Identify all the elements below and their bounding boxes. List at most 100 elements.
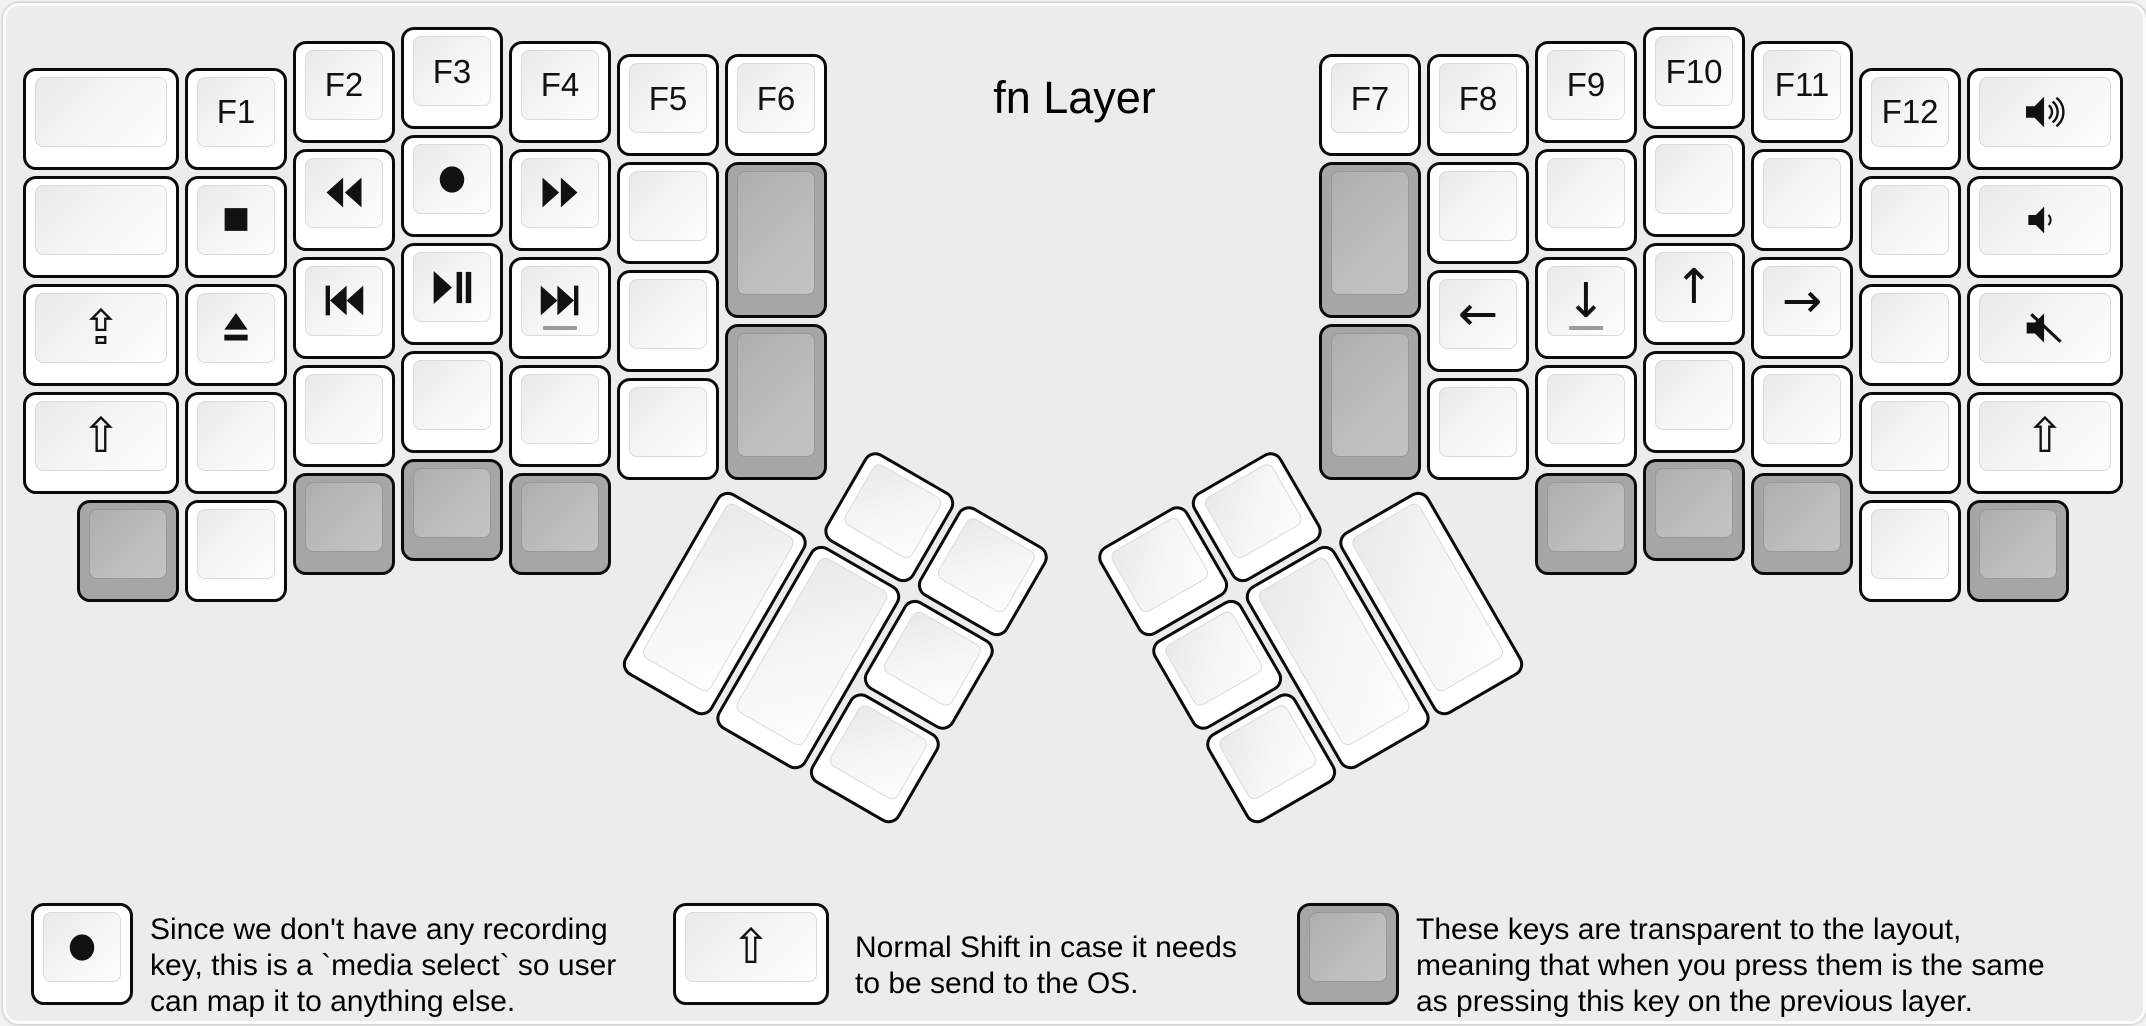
key-transparent[interactable] <box>1319 324 1421 480</box>
underscore-legend <box>1569 325 1603 330</box>
key-blank[interactable] <box>1427 378 1529 480</box>
keycap-face <box>305 157 383 228</box>
key-volume-up[interactable] <box>1967 67 2123 170</box>
volup-icon <box>2022 93 2068 131</box>
key-blank[interactable] <box>23 175 179 278</box>
key-blank[interactable] <box>185 391 287 494</box>
key-rewind[interactable] <box>293 148 395 251</box>
key-shift[interactable]: ⇧ <box>23 391 179 494</box>
record-icon <box>61 929 103 966</box>
keycap-face <box>1979 508 2057 579</box>
key-blank[interactable] <box>617 270 719 372</box>
keycap-face: F1 <box>197 76 275 147</box>
keycap-face <box>43 912 121 982</box>
key-blank[interactable] <box>1535 148 1637 251</box>
key-blank[interactable] <box>1859 499 1961 602</box>
legend-key-transparent <box>1297 903 1399 1005</box>
key-blank[interactable] <box>1751 148 1853 251</box>
key-transparent[interactable] <box>293 472 395 575</box>
layer-title: fn Layer <box>993 72 1156 123</box>
key-arrow-up[interactable]: ↑ <box>1643 243 1745 345</box>
key-label: F3 <box>432 52 472 90</box>
key-f5[interactable]: F5 <box>617 54 719 156</box>
keycap-face <box>1763 157 1841 228</box>
key-arrow-down[interactable]: ↓ <box>1535 256 1637 359</box>
key-f4[interactable]: F4 <box>509 40 611 143</box>
key-blank[interactable] <box>617 162 719 264</box>
key-caps-lock[interactable]: ⇪ <box>23 283 179 386</box>
key-blank[interactable] <box>1859 283 1961 386</box>
key-label: ↑ <box>1673 259 1715 315</box>
key-transparent[interactable] <box>509 472 611 575</box>
key-blank[interactable] <box>1859 175 1961 278</box>
key-label: → <box>1781 272 1823 329</box>
key-label: F1 <box>216 93 256 130</box>
keycap-face <box>629 387 707 457</box>
key-label: F9 <box>1566 66 1606 103</box>
key-f10[interactable]: F10 <box>1643 27 1745 129</box>
keycap-face <box>35 184 167 255</box>
key-transparent[interactable] <box>725 162 827 318</box>
key-blank[interactable] <box>23 67 179 170</box>
key-label: ← <box>1457 286 1499 342</box>
key-label: ⇪ <box>80 299 122 356</box>
key-next-track[interactable] <box>509 256 611 359</box>
key-f7[interactable]: F7 <box>1319 54 1421 156</box>
key-volume-down[interactable] <box>1967 175 2123 278</box>
key-blank[interactable] <box>401 351 503 453</box>
keycap-face <box>1162 608 1265 709</box>
key-transparent[interactable] <box>401 459 503 561</box>
keycap-face: ⇧ <box>1979 400 2111 471</box>
key-f2[interactable]: F2 <box>293 40 395 143</box>
key-f9[interactable]: F9 <box>1535 40 1637 143</box>
key-f12[interactable]: F12 <box>1859 67 1961 170</box>
key-arrow-right[interactable]: → <box>1751 256 1853 359</box>
keycap-face <box>1763 481 1841 552</box>
keycap-face <box>1331 171 1409 295</box>
keycap-face <box>1439 171 1517 241</box>
keycap-face <box>629 279 707 349</box>
key-blank[interactable] <box>1751 364 1853 467</box>
key-f6[interactable]: F6 <box>725 54 827 156</box>
keycap-face: ← <box>1439 279 1517 349</box>
key-transparent[interactable] <box>1751 472 1853 575</box>
keycap-face <box>1979 292 2111 363</box>
key-record[interactable] <box>401 135 503 237</box>
key-label: F11 <box>1774 66 1830 103</box>
keycap-face: F3 <box>413 36 491 106</box>
key-blank[interactable] <box>293 364 395 467</box>
eject-icon <box>216 311 256 345</box>
key-shift[interactable]: ⇧ <box>1967 391 2123 494</box>
keycap-face: ⇧ <box>685 912 817 982</box>
key-eject[interactable] <box>185 283 287 386</box>
key-transparent[interactable] <box>1643 459 1745 561</box>
key-f8[interactable]: F8 <box>1427 54 1529 156</box>
key-f1[interactable]: F1 <box>185 67 287 170</box>
keycap-face: ⇪ <box>35 292 167 363</box>
key-blank[interactable] <box>1535 364 1637 467</box>
key-arrow-left[interactable]: ← <box>1427 270 1529 372</box>
key-transparent[interactable] <box>1535 472 1637 575</box>
key-transparent[interactable] <box>1967 499 2069 602</box>
key-blank[interactable] <box>1643 351 1745 453</box>
key-label: ⇧ <box>2024 407 2066 464</box>
key-f3[interactable]: F3 <box>401 27 503 129</box>
key-blank[interactable] <box>1643 135 1745 237</box>
keycap-face <box>881 608 984 709</box>
keycap-face <box>1547 373 1625 444</box>
key-label: F8 <box>1458 79 1498 117</box>
key-blank[interactable] <box>1859 391 1961 494</box>
key-blank[interactable] <box>617 378 719 480</box>
key-blank[interactable] <box>185 499 287 602</box>
key-prev-track[interactable] <box>293 256 395 359</box>
key-stop[interactable] <box>185 175 287 278</box>
key-blank[interactable] <box>509 364 611 467</box>
key-transparent[interactable] <box>77 499 179 602</box>
key-transparent[interactable] <box>1319 162 1421 318</box>
key-fast-forward[interactable] <box>509 148 611 251</box>
key-blank[interactable] <box>1427 162 1529 264</box>
key-play-pause[interactable] <box>401 243 503 345</box>
key-transparent[interactable] <box>725 324 827 480</box>
key-mute[interactable] <box>1967 283 2123 386</box>
key-f11[interactable]: F11 <box>1751 40 1853 143</box>
